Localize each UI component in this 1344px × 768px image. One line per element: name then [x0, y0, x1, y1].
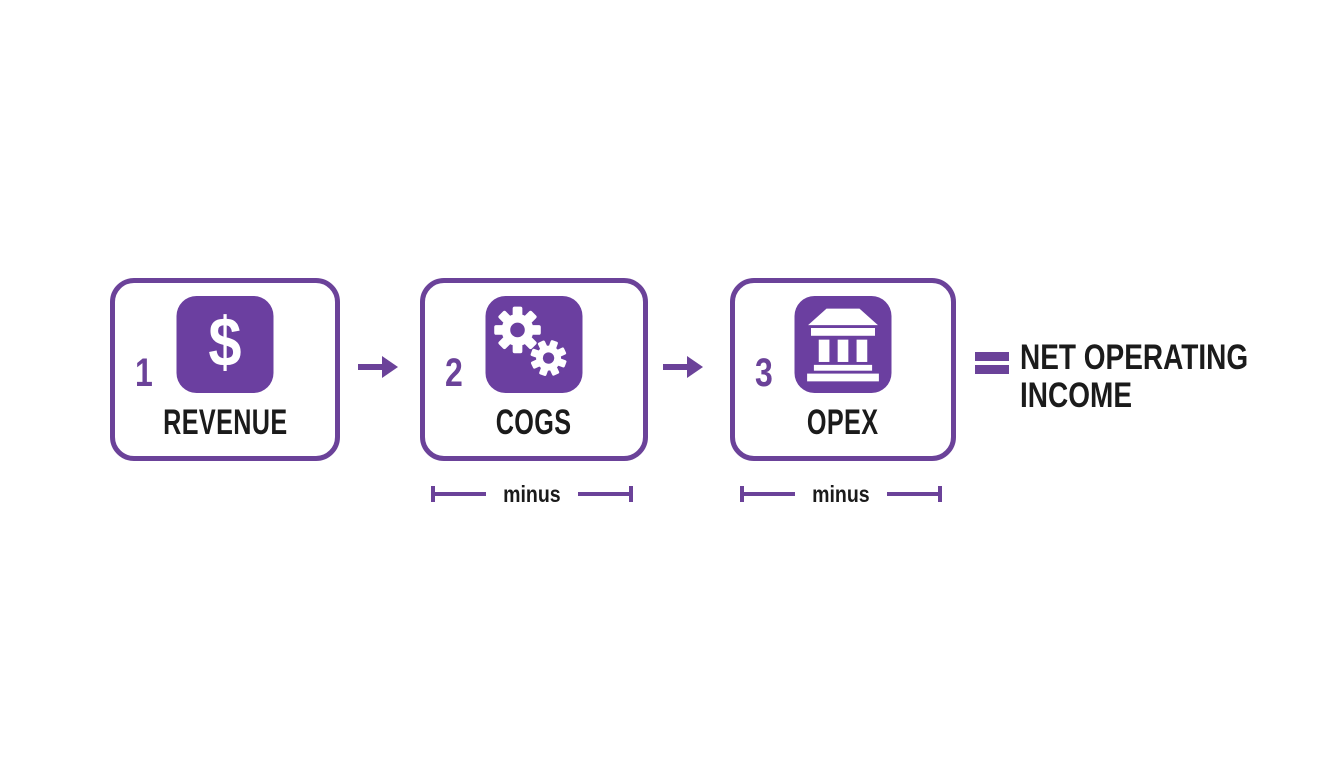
minus-bracket-opex: minus: [740, 480, 943, 507]
step-box-revenue: 1 $ REVENUE: [110, 278, 340, 461]
step-label-opex: OPEX: [807, 403, 879, 442]
step-label-revenue: REVENUE: [162, 403, 288, 442]
arrow-right-icon: [663, 354, 703, 380]
bank-icon: [794, 296, 892, 393]
minus-bracket-cogs: minus: [431, 480, 634, 507]
result-label: NET OPERATING INCOME: [1020, 339, 1280, 415]
bracket-line: [886, 492, 939, 496]
minus-label: minus: [503, 480, 561, 507]
result-line-1: NET OPERATING: [1020, 338, 1249, 377]
bracket-tick: [740, 486, 744, 502]
minus-label: minus: [812, 480, 870, 507]
step-label-cogs: COGS: [496, 403, 572, 442]
bracket-line: [744, 492, 796, 496]
bracket-line: [577, 492, 630, 496]
result-line-2: INCOME: [1020, 376, 1132, 415]
equals-icon: [975, 352, 1009, 374]
step-number-2: 2: [445, 351, 463, 395]
step-number-1: 1: [135, 351, 153, 395]
gears-icon: [485, 296, 583, 393]
step-box-cogs: 2: [420, 278, 648, 461]
bracket-tick: [629, 486, 634, 502]
step-number-3: 3: [755, 351, 773, 395]
bracket-tick: [938, 486, 943, 502]
bracket-line: [435, 492, 487, 496]
bracket-tick: [431, 486, 435, 502]
step-box-opex: 3 OPEX: [730, 278, 956, 461]
dollar-icon: $: [176, 296, 274, 393]
arrow-right-icon: [358, 354, 398, 380]
